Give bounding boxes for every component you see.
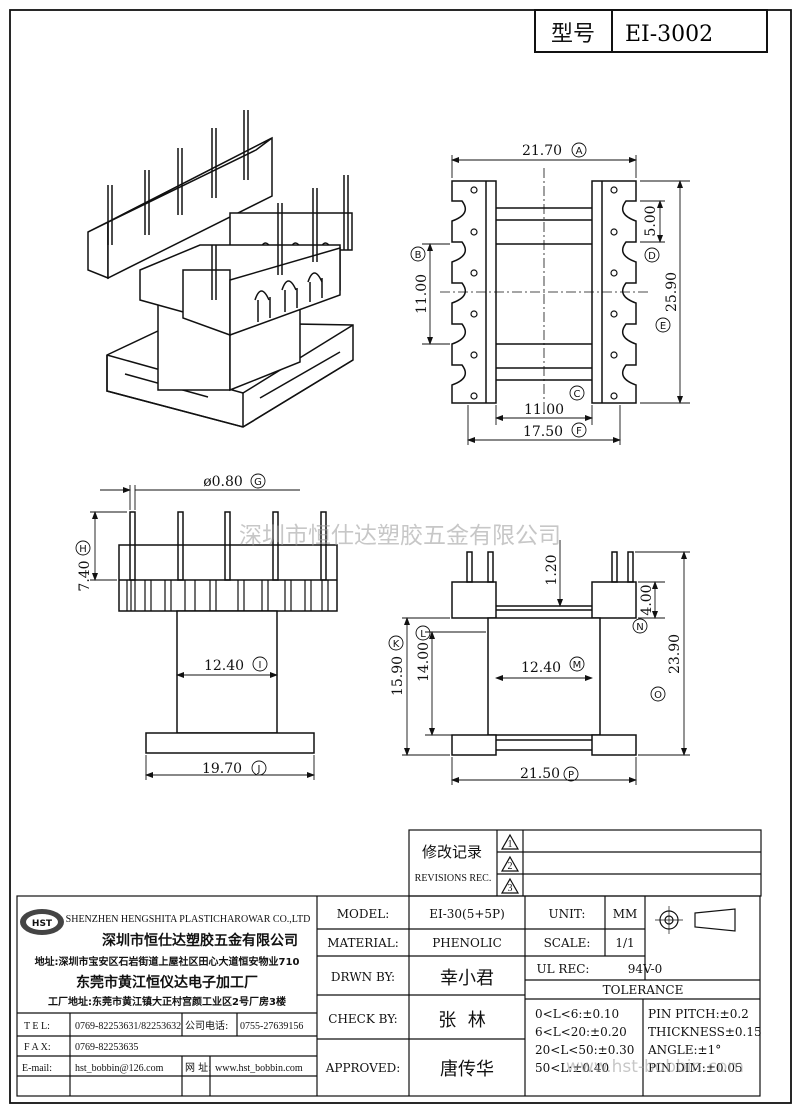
fax-value: 0769-82253635: [75, 1042, 138, 1053]
dim-tag-f: F: [576, 426, 582, 437]
model-header-label: 型号: [551, 22, 595, 47]
tolerance-3: 20<L<50:±0.30: [535, 1043, 634, 1057]
tel-label: T E L:: [24, 1021, 50, 1032]
top-view: 21.70 A 11.00 B 11.00 C 5.00 D 25.90 E 1…: [410, 142, 690, 445]
drawing-frame: [9, 9, 792, 1104]
tolerance-2: 6<L<20:±0.20: [535, 1025, 627, 1039]
dim-side-base: 21.50: [520, 766, 560, 782]
office-value: 0755-27639156: [240, 1021, 303, 1032]
dim-tag-l: L: [420, 629, 426, 640]
model-header: 型号 EI-3002: [534, 9, 768, 53]
dim-tag-j: J: [257, 764, 261, 775]
approved-label: APPROVED:: [325, 1061, 401, 1075]
dim-tag-h: H: [79, 544, 87, 555]
material-label: MATERIAL:: [327, 936, 399, 950]
model-value: EI-30(5+5P): [429, 907, 505, 921]
check-label: CHECK BY:: [328, 1012, 397, 1026]
revision-title-cn: 修改记录: [422, 843, 482, 861]
dim-slot-pitch: 5.00: [643, 205, 659, 236]
front-view: ø0.80 G 7.40 H 12.40 I 19.70 J: [75, 473, 338, 780]
scale-value: 1/1: [615, 936, 634, 950]
tolerance-4: 50<L:±0.40: [535, 1061, 609, 1075]
dim-tag-e: E: [660, 321, 666, 332]
dim-side-gap: 1.20: [544, 554, 560, 585]
material-value: PHENOLIC: [432, 936, 502, 950]
dim-top-width: 21.70: [522, 143, 562, 159]
angle: ANGLE:±1°: [647, 1043, 721, 1057]
approved-value: 唐传华: [440, 1059, 494, 1080]
ul-label: UL REC:: [537, 962, 590, 976]
tolerance-1: 0<L<6:±0.10: [535, 1007, 619, 1021]
dim-top-core: 11.00: [524, 402, 564, 418]
tolerance-title: TOLERANCE: [603, 983, 684, 997]
company-address: 地址:深圳市宝安区石岩街道上屋社区田心大道恒安物业710: [35, 955, 300, 968]
company-name-en: SHENZHEN HENGSHITA PLASTICHAROWAR CO.,LT…: [66, 914, 311, 925]
dim-side-core: 12.40: [521, 660, 561, 676]
web-value: www.hst_bobbin.com: [215, 1063, 303, 1074]
dim-tag-i: I: [259, 660, 262, 671]
unit-label: UNIT:: [549, 907, 586, 921]
fax-label: F A X:: [24, 1042, 51, 1053]
watermark-text: 深圳市恒仕达塑胶五金有限公司: [239, 523, 561, 549]
dim-pin-len: 7.40: [77, 560, 93, 591]
isometric-view: [87, 110, 354, 428]
dim-tag-k: K: [393, 639, 400, 650]
revision-mark-2: 2: [508, 861, 513, 872]
revision-table: [408, 829, 762, 897]
dim-side-height: 15.90: [390, 656, 406, 696]
dim-top-inner: 11.00: [414, 274, 430, 314]
factory-address: 工厂地址:东莞市黄江镇大正村宫颜工业区2号厂房3楼: [48, 995, 286, 1008]
dim-side-inner: 14.00: [416, 642, 432, 682]
scale-label: SCALE:: [544, 936, 591, 950]
tel-value: 0769-82253631/82253632: [75, 1021, 181, 1032]
model-header-value: EI-3002: [625, 22, 713, 47]
dim-tag-b: B: [415, 250, 422, 261]
dim-tag-c: C: [574, 389, 581, 400]
unit-value: MM: [613, 907, 638, 921]
office-label: 公司电话:: [185, 1019, 228, 1032]
email-label: E-mail:: [22, 1063, 52, 1074]
dim-tag-d: D: [648, 251, 656, 262]
dim-top-depth: 17.50: [523, 424, 563, 440]
pin-pitch: PIN PITCH:±0.2: [648, 1007, 749, 1021]
drawn-label: DRWN BY:: [331, 970, 395, 984]
thickness: THICKNESS±0.15: [648, 1025, 762, 1039]
dim-tag-o: O: [654, 690, 662, 701]
dim-side-total: 23.90: [667, 634, 683, 674]
web-label: 网 址:: [185, 1061, 212, 1074]
revision-mark-3: 3: [508, 883, 513, 894]
logo-text: HST: [32, 919, 53, 929]
dim-side-flange: 4.00: [639, 584, 655, 615]
company-logo: HST: [20, 909, 64, 935]
side-view: 1.20 15.90 K 14.00 L 12.40 M 4.00 N 23.9…: [388, 540, 690, 785]
model-label: MODEL:: [337, 907, 390, 921]
pin-dim: PIN DIM:±0.05: [648, 1061, 743, 1075]
company-name-cn: 深圳市恒仕达塑胶五金有限公司: [102, 932, 298, 949]
dim-tag-p: P: [568, 770, 574, 781]
revision-title-en: REVISIONS REC.: [415, 873, 492, 884]
dim-front-base: 19.70: [202, 761, 242, 777]
revision-mark-1: 1: [508, 839, 513, 850]
ul-value: 94V-0: [628, 962, 663, 976]
dim-top-height: 25.90: [664, 272, 680, 312]
drawn-value: 幸小君: [440, 968, 494, 989]
email-value: hst_bobbin@126.com: [75, 1063, 164, 1074]
dim-pin-dia: ø0.80: [203, 474, 243, 490]
dim-tag-g: G: [254, 477, 262, 488]
dim-tag-a: A: [576, 146, 583, 157]
dim-tag-n: N: [636, 622, 643, 633]
check-value: 张 林: [438, 1010, 485, 1031]
watermark-url: www.hst-bobbin.com: [566, 1057, 744, 1077]
factory-name: 东莞市黄江恒仪达电子加工厂: [76, 974, 258, 991]
title-block: [16, 895, 761, 1097]
dim-front-core: 12.40: [204, 658, 244, 674]
dim-tag-m: M: [573, 660, 582, 671]
